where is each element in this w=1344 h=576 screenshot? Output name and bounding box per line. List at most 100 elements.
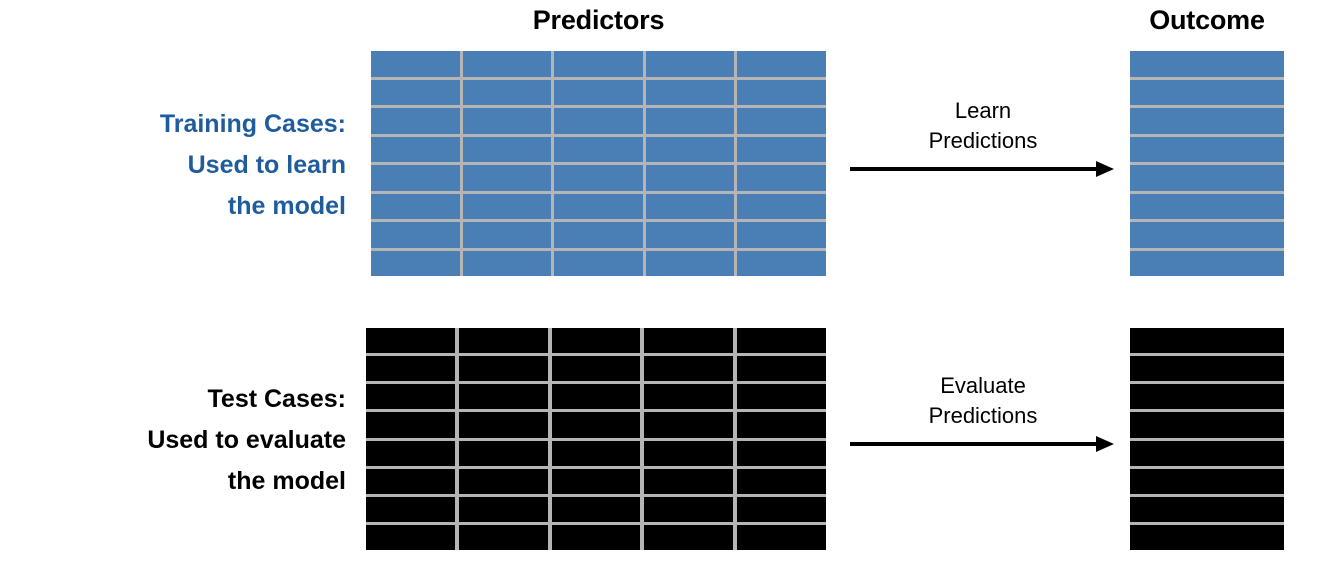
matrix-cell bbox=[366, 468, 455, 494]
matrix-cell bbox=[644, 468, 734, 494]
matrix-cell bbox=[737, 440, 826, 466]
matrix-cell bbox=[1130, 384, 1284, 410]
matrix-cell bbox=[737, 136, 826, 162]
predictors-column-header: Predictors bbox=[532, 5, 665, 35]
matrix-cell bbox=[554, 165, 643, 191]
evaluate-caption-line-1: Evaluate bbox=[940, 373, 1026, 398]
matrix-cell bbox=[462, 51, 552, 77]
matrix-cell bbox=[737, 496, 826, 522]
matrix-cell bbox=[551, 412, 641, 438]
matrix-cell bbox=[458, 328, 548, 354]
matrix-cell bbox=[371, 222, 460, 248]
matrix-cell bbox=[554, 250, 643, 276]
training-cases-label: Training Cases: Used to learn the model bbox=[20, 104, 346, 227]
matrix-cell bbox=[371, 51, 460, 77]
matrix-cell bbox=[737, 384, 826, 410]
test-label-line-3: the model bbox=[227, 467, 346, 495]
matrix-cell bbox=[1130, 165, 1284, 191]
matrix-cell bbox=[737, 79, 826, 105]
evaluate-caption-line-2: Predictions bbox=[928, 403, 1038, 428]
matrix-cell bbox=[458, 384, 548, 410]
matrix-cell bbox=[645, 51, 735, 77]
matrix-cell bbox=[1130, 222, 1284, 248]
matrix-cell bbox=[371, 193, 460, 219]
matrix-cell bbox=[1130, 440, 1284, 466]
matrix-cell bbox=[737, 524, 826, 550]
matrix-cell bbox=[1130, 108, 1284, 134]
arrow-right-icon bbox=[850, 436, 1114, 452]
training-predictors-matrix bbox=[371, 51, 826, 276]
training-outcome-matrix bbox=[1130, 51, 1284, 276]
matrix-cell bbox=[458, 412, 548, 438]
matrix-cell bbox=[366, 524, 455, 550]
matrix-cell bbox=[554, 222, 643, 248]
matrix-cell bbox=[462, 108, 552, 134]
matrix-cell bbox=[458, 440, 548, 466]
matrix-cell bbox=[1130, 356, 1284, 382]
outcome-column-header: Outcome bbox=[1149, 5, 1265, 35]
matrix-cell bbox=[1130, 468, 1284, 494]
matrix-cell bbox=[366, 328, 455, 354]
matrix-cell bbox=[737, 165, 826, 191]
matrix-cell bbox=[737, 412, 826, 438]
matrix-cell bbox=[737, 51, 826, 77]
matrix-cell bbox=[458, 468, 548, 494]
matrix-cell bbox=[462, 250, 552, 276]
matrix-cell bbox=[458, 356, 548, 382]
matrix-cell bbox=[644, 384, 734, 410]
matrix-cell bbox=[1130, 51, 1284, 77]
evaluate-predictions-caption: Evaluate Predictions bbox=[848, 371, 1118, 431]
training-label-line-2: Used to learn bbox=[187, 151, 346, 179]
matrix-cell bbox=[551, 496, 641, 522]
matrix-cell bbox=[1130, 193, 1284, 219]
matrix-cell bbox=[371, 108, 460, 134]
matrix-cell bbox=[644, 440, 734, 466]
matrix-cell bbox=[645, 193, 735, 219]
matrix-cell bbox=[554, 79, 643, 105]
learn-predictions-connector: Learn Predictions bbox=[848, 96, 1118, 180]
matrix-cell bbox=[551, 468, 641, 494]
matrix-cell bbox=[1130, 250, 1284, 276]
training-label-line-3: the model bbox=[227, 192, 346, 220]
matrix-cell bbox=[551, 356, 641, 382]
matrix-cell bbox=[371, 250, 460, 276]
matrix-cell bbox=[554, 108, 643, 134]
matrix-cell bbox=[737, 222, 826, 248]
matrix-cell bbox=[462, 193, 552, 219]
matrix-cell bbox=[645, 136, 735, 162]
matrix-cell bbox=[366, 384, 455, 410]
matrix-cell bbox=[371, 165, 460, 191]
matrix-cell bbox=[551, 524, 641, 550]
matrix-cell bbox=[366, 496, 455, 522]
matrix-cell bbox=[554, 51, 643, 77]
matrix-cell bbox=[1130, 328, 1284, 354]
matrix-cell bbox=[644, 412, 734, 438]
matrix-cell bbox=[737, 468, 826, 494]
learn-predictions-caption: Learn Predictions bbox=[848, 96, 1118, 156]
learn-caption-line-2: Predictions bbox=[928, 128, 1038, 153]
matrix-cell bbox=[645, 108, 735, 134]
matrix-cell bbox=[366, 440, 455, 466]
matrix-cell bbox=[551, 440, 641, 466]
test-label-line-1: Test Cases: bbox=[207, 385, 347, 413]
matrix-cell bbox=[462, 222, 552, 248]
matrix-cell bbox=[458, 524, 548, 550]
matrix-cell bbox=[1130, 136, 1284, 162]
test-outcome-matrix bbox=[1130, 328, 1284, 550]
matrix-cell bbox=[644, 356, 734, 382]
matrix-cell bbox=[644, 524, 734, 550]
matrix-cell bbox=[462, 165, 552, 191]
matrix-cell bbox=[462, 136, 552, 162]
matrix-cell bbox=[737, 328, 826, 354]
matrix-cell bbox=[737, 250, 826, 276]
matrix-cell bbox=[645, 79, 735, 105]
matrix-cell bbox=[737, 356, 826, 382]
learn-caption-line-1: Learn bbox=[954, 98, 1012, 123]
matrix-cell bbox=[551, 328, 641, 354]
matrix-cell bbox=[1130, 412, 1284, 438]
matrix-cell bbox=[551, 384, 641, 410]
matrix-cell bbox=[644, 328, 734, 354]
matrix-cell bbox=[1130, 496, 1284, 522]
matrix-cell bbox=[462, 79, 552, 105]
